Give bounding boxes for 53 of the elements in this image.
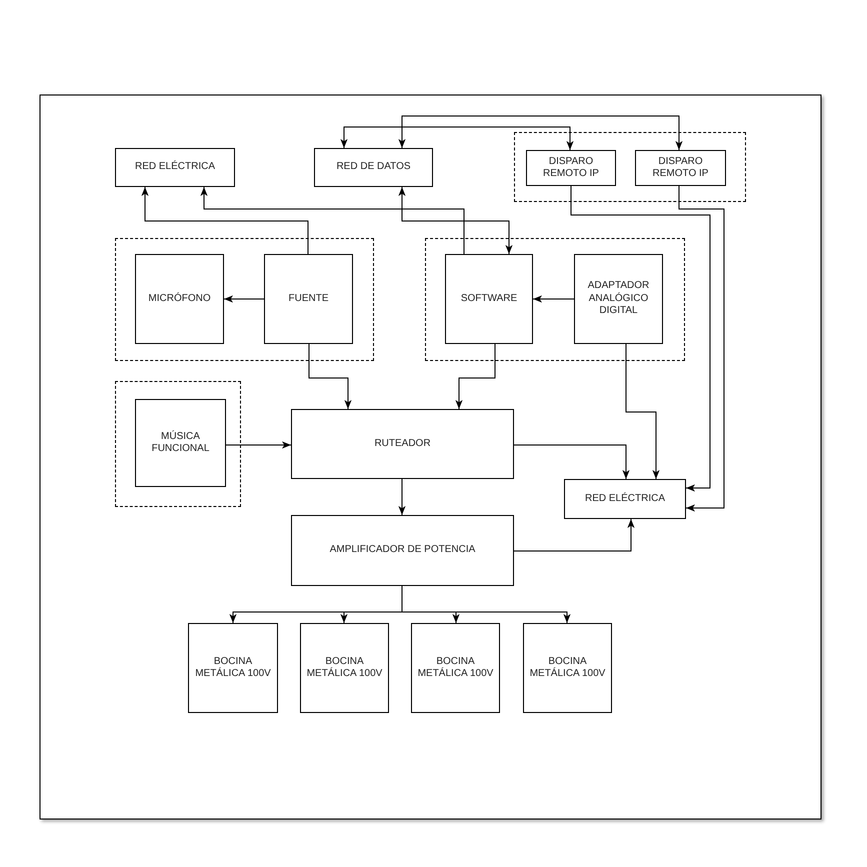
block-box	[411, 623, 500, 713]
dashed-group-frame	[115, 381, 241, 507]
block-box	[291, 409, 514, 479]
arrow	[514, 518, 635, 552]
block-box	[314, 148, 433, 187]
block-box	[300, 623, 389, 713]
arrow	[200, 186, 464, 254]
block-label: MÚSICA FUNCIONAL	[150, 430, 210, 456]
block-box	[188, 623, 278, 713]
arrow	[678, 186, 724, 512]
block-label: RED ELÉCTRICA	[584, 492, 666, 506]
block-label: RED ELÉCTRICA	[134, 161, 216, 174]
dashed-group-frame	[115, 238, 374, 361]
block-box	[135, 399, 226, 487]
arrow	[402, 586, 571, 624]
block-box	[115, 148, 235, 187]
arrow	[398, 186, 513, 254]
block-box	[635, 150, 726, 186]
block-box	[445, 254, 533, 344]
arrow	[514, 444, 630, 480]
block-label: RED DE DATOS	[335, 161, 412, 174]
block-box	[264, 254, 353, 344]
block-box	[523, 623, 612, 713]
block-label: BOCINA METÁLICA 100V	[416, 656, 494, 680]
block-box	[574, 254, 663, 344]
arrow	[570, 186, 710, 492]
block-label: DISPARO REMOTO IP	[542, 156, 600, 180]
block-box	[135, 254, 224, 344]
dashed-group-frame	[425, 238, 685, 361]
arrow	[398, 478, 406, 516]
arrow	[455, 344, 496, 410]
block-box	[291, 515, 514, 586]
block-label: BOCINA METÁLICA 100V	[528, 656, 606, 680]
block-label: AMPLIFICADOR DE POTENCIA	[328, 544, 476, 557]
arrow	[224, 295, 264, 303]
arrow	[626, 344, 660, 480]
block-label: BOCINA METÁLICA 100V	[194, 656, 272, 680]
block-label: SOFTWARE	[460, 292, 518, 306]
dashed-group-frame	[514, 132, 746, 202]
arrow	[226, 441, 292, 449]
arrow	[340, 126, 574, 150]
block-label: FUENTE	[288, 292, 330, 306]
arrow	[398, 116, 683, 150]
arrow	[141, 186, 308, 254]
block-box	[564, 479, 686, 519]
block-label: MICRÓFONO	[147, 292, 212, 306]
arrow	[532, 295, 574, 303]
block-box	[526, 150, 616, 186]
block-label: ADAPTADOR ANALÓGICO DIGITAL	[586, 280, 650, 318]
block-label: BOCINA METÁLICA 100V	[306, 656, 384, 680]
arrow	[308, 344, 352, 410]
block-label: DISPARO REMOTO IP	[652, 156, 710, 180]
block-label: RUTEADOR	[373, 438, 432, 450]
